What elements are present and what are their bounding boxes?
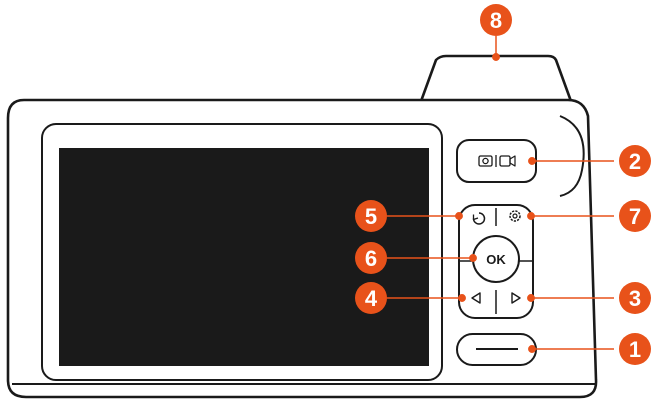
callout-8: 8 (480, 4, 512, 36)
callout-3: 3 (619, 282, 651, 314)
svg-text:1: 1 (629, 337, 641, 362)
mode-switch-button[interactable] (457, 140, 536, 182)
svg-text:6: 6 (365, 246, 377, 271)
callout-6: 6 (355, 242, 387, 274)
svg-text:7: 7 (629, 204, 641, 229)
svg-text:8: 8 (490, 8, 502, 33)
svg-text:2: 2 (629, 149, 641, 174)
callout-1: 1 (619, 333, 651, 365)
callout-4: 4 (355, 282, 387, 314)
shutter-dial (420, 56, 572, 104)
svg-text:4: 4 (365, 286, 378, 311)
ok-label: OK (486, 252, 506, 267)
callout-5: 5 (355, 200, 387, 232)
callout-2: 2 (619, 145, 651, 177)
svg-text:3: 3 (629, 286, 641, 311)
power-button[interactable] (457, 334, 536, 365)
callout-7: 7 (619, 200, 651, 232)
ok-button[interactable]: OK (473, 236, 519, 282)
svg-text:5: 5 (365, 204, 377, 229)
